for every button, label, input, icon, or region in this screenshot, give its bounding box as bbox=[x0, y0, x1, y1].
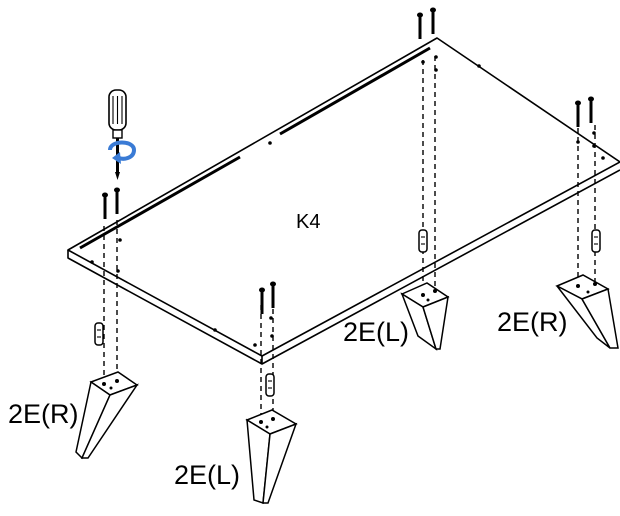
dowel-icon bbox=[94, 322, 104, 346]
leg-label-front-left: 2E(R) bbox=[8, 399, 79, 429]
dowel-icon bbox=[265, 373, 275, 397]
screwdriver-icon bbox=[108, 89, 127, 180]
leg-back-right bbox=[555, 274, 619, 349]
guide-lines bbox=[103, 56, 596, 425]
screw-groups bbox=[102, 7, 594, 314]
dowel-icon bbox=[418, 229, 428, 253]
rotate-clockwise-icon bbox=[108, 140, 137, 164]
screw-icon bbox=[575, 100, 581, 127]
leg-label-front-center: 2E(L) bbox=[174, 460, 240, 490]
leg-front-left bbox=[75, 371, 139, 460]
panel-label: K4 bbox=[296, 211, 320, 233]
dowels bbox=[94, 229, 601, 397]
screw-icon bbox=[588, 96, 594, 123]
screw-icon bbox=[417, 12, 423, 39]
screw-icon bbox=[102, 192, 108, 219]
leg-back-center bbox=[400, 282, 450, 351]
screw-icon bbox=[114, 187, 120, 214]
leg-label-back-center: 2E(L) bbox=[343, 317, 409, 347]
screw-icon bbox=[259, 287, 265, 314]
screw-icon bbox=[430, 7, 436, 34]
leg-label-back-right: 2E(R) bbox=[497, 307, 568, 337]
leg-front-center bbox=[245, 409, 298, 505]
dowel-icon bbox=[591, 229, 601, 253]
